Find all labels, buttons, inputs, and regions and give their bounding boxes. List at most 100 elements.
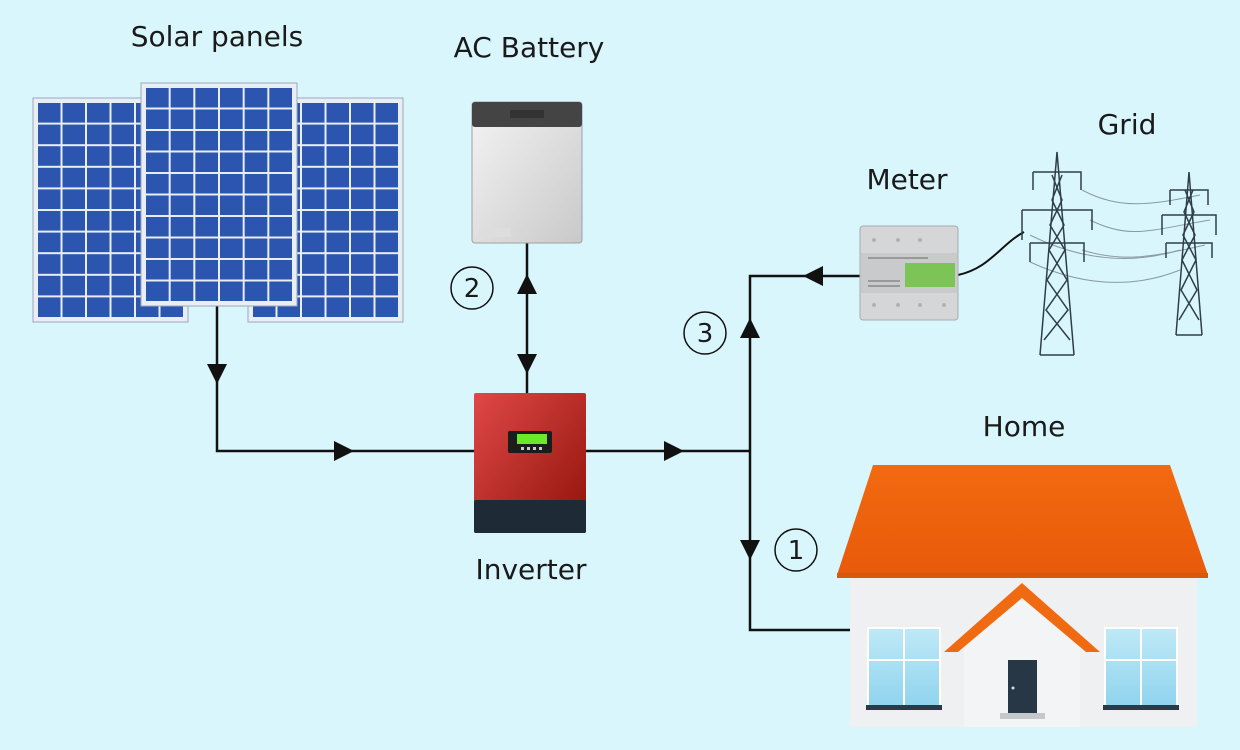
flow-marker-1: 1 (774, 528, 818, 572)
solar-cell (269, 281, 292, 301)
solar-cell (195, 238, 218, 258)
solar-cell (87, 124, 110, 145)
arrow-right-icon (664, 441, 684, 461)
solar-cell (326, 297, 349, 317)
solar-cell (111, 275, 134, 296)
solar-panel (140, 82, 298, 307)
solar-cell (195, 217, 218, 237)
solar-cell (170, 281, 194, 301)
solar-cell (170, 195, 194, 215)
solar-cell (38, 146, 61, 166)
meter-to-grid-cable (957, 231, 1025, 276)
solar-cell (351, 167, 374, 188)
solar-panels-icon (32, 82, 404, 323)
svg-text:3: 3 (697, 319, 714, 349)
solar-cell (244, 260, 268, 280)
solar-cell (87, 189, 110, 209)
solar-cell (62, 167, 85, 188)
solar-cell (351, 254, 374, 274)
solar-cell (146, 195, 169, 215)
solar-cell (244, 109, 268, 129)
solar-cell (269, 174, 292, 194)
solar-cell (326, 211, 349, 231)
solar-cell (170, 174, 194, 194)
svg-text:1: 1 (788, 536, 805, 566)
solar-cell (170, 88, 194, 108)
solar-cell (170, 260, 194, 280)
solar-cell (269, 217, 292, 237)
solar-cell (375, 232, 398, 253)
solar-cell (351, 211, 374, 231)
solar-cell (302, 124, 325, 145)
solar-cell (146, 88, 169, 108)
solar-cell (170, 109, 194, 129)
solar-cell (302, 211, 325, 231)
solar-cell (220, 195, 243, 215)
label-ac-battery: AC Battery (454, 31, 605, 64)
solar-cell (351, 297, 374, 317)
solar-cell (87, 103, 110, 123)
solar-cell (38, 254, 61, 274)
solar-cell (195, 260, 218, 280)
solar-cell (38, 189, 61, 209)
solar-cell (269, 195, 292, 215)
solar-cell (326, 146, 349, 166)
solar-cell (170, 217, 194, 237)
flow-marker-3: 3 (683, 311, 727, 355)
solar-cell (146, 152, 169, 172)
solar-cell (111, 254, 134, 274)
solar-cell (62, 211, 85, 231)
solar-cell (302, 232, 325, 253)
solar-cell (111, 211, 134, 231)
solar-cell (244, 152, 268, 172)
solar-cell (146, 174, 169, 194)
solar-cell (195, 195, 218, 215)
inverter-icon (474, 393, 586, 533)
solar-cell (269, 152, 292, 172)
solar-cell (351, 232, 374, 253)
home-icon (837, 465, 1208, 727)
solar-cell (62, 297, 85, 317)
ac-battery-icon (471, 101, 583, 244)
label-solar-panels: Solar panels (131, 20, 304, 53)
svg-text:2: 2 (464, 274, 481, 304)
solar-cell (326, 275, 349, 296)
solar-cell (87, 211, 110, 231)
solar-cell (146, 131, 169, 151)
grid-towers-icon (1021, 151, 1217, 356)
solar-cell (269, 88, 292, 108)
solar-cell (146, 281, 169, 301)
panel-to-inverter-wire (215, 306, 474, 453)
solar-cell (62, 124, 85, 145)
solar-cell (244, 88, 268, 108)
arrow-left-icon (803, 266, 823, 286)
solar-cell (195, 281, 218, 301)
solar-cell (38, 167, 61, 188)
solar-cell (87, 167, 110, 188)
solar-cell (375, 167, 398, 188)
solar-cell (351, 275, 374, 296)
solar-cell (146, 217, 169, 237)
solar-cell (302, 297, 325, 317)
solar-cell (111, 167, 134, 188)
solar-cell (38, 124, 61, 145)
solar-cell (302, 254, 325, 274)
solar-cell (351, 146, 374, 166)
solar-cell (38, 297, 61, 317)
solar-cell (87, 232, 110, 253)
label-home: Home (983, 410, 1066, 443)
solar-cell (170, 131, 194, 151)
solar-cell (326, 189, 349, 209)
solar-cell (87, 146, 110, 166)
solar-cell (269, 238, 292, 258)
solar-cell (269, 260, 292, 280)
solar-cell (302, 189, 325, 209)
solar-cell (195, 131, 218, 151)
power-tower-right (1161, 171, 1217, 336)
solar-cell (38, 211, 61, 231)
solar-cell (326, 103, 349, 123)
solar-cell (244, 238, 268, 258)
solar-cell (87, 254, 110, 274)
solar-cell (195, 109, 218, 129)
